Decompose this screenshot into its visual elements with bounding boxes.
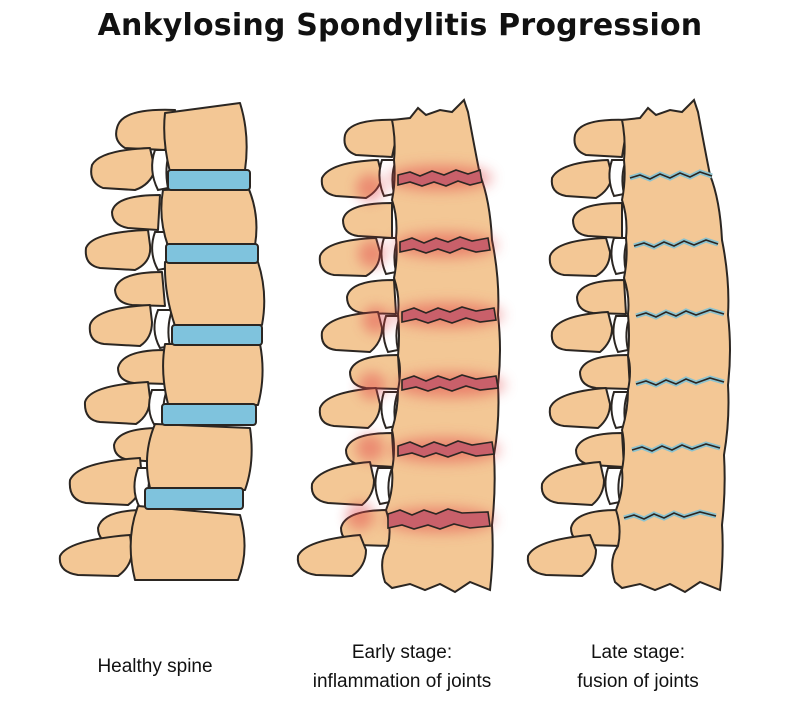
caption-early-line2: inflammation of joints	[312, 671, 492, 692]
late-stage-spine	[526, 98, 731, 594]
late-stage-column	[611, 98, 731, 594]
late-foramen-3	[612, 315, 632, 354]
healthy-spine-discs	[144, 169, 263, 510]
healthy-foramen-3	[153, 309, 174, 350]
healthy-spine-vertebrae	[129, 102, 266, 581]
late-stage-processes	[526, 118, 631, 577]
caption-early-stage: Early stage: inflammation of joints	[282, 638, 522, 696]
caption-late-line2: fusion of joints	[577, 671, 699, 692]
inflamed-joints	[387, 168, 499, 530]
healthy-spine	[58, 102, 266, 581]
early-stage-column	[381, 98, 501, 594]
caption-early-line1: Early stage:	[351, 642, 453, 663]
fused-joints	[623, 169, 725, 522]
caption-healthy-line1: Healthy spine	[97, 656, 213, 677]
caption-healthy-spine: Healthy spine	[35, 652, 275, 681]
page-title: Ankylosing Spondylitis Progression	[97, 8, 703, 43]
caption-late-stage: Late stage: fusion of joints	[518, 638, 758, 696]
caption-late-line1: Late stage:	[590, 642, 686, 663]
early-stage-spine	[296, 98, 505, 594]
